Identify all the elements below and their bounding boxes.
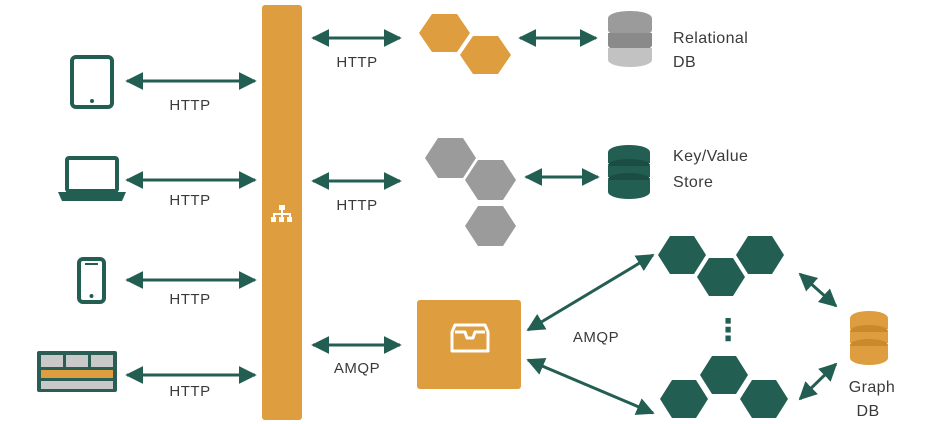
client-protocol-label: HTTP (169, 291, 210, 308)
ellipsis: ⋮ (713, 313, 743, 348)
arrow-graph-db-upper (798, 272, 838, 308)
db-label: Store (673, 174, 713, 191)
inbox-tray-icon (450, 323, 490, 353)
arrow-graph-db-lower (798, 362, 838, 401)
service-hexagon-cluster-2 (425, 138, 516, 246)
arrow-amqp-lower (526, 358, 655, 415)
db-label: DB (856, 403, 879, 420)
queue-protocol-label: AMQP (573, 329, 619, 346)
client-arrows (125, 72, 257, 384)
laptop-icon (58, 156, 126, 201)
phone-icon (77, 257, 106, 304)
db-label: Graph (849, 379, 895, 396)
tablet-icon (70, 55, 114, 109)
service-hexagon-cluster-4 (660, 356, 788, 418)
dashboard-icon (37, 351, 117, 392)
service-protocol-label: AMQP (334, 360, 380, 377)
service-arrows (311, 29, 402, 354)
message-queue-box (417, 300, 521, 389)
client-protocol-label: HTTP (169, 192, 210, 209)
database-icon (608, 145, 650, 199)
db-label: DB (673, 54, 696, 71)
arrow-amqp-upper (526, 253, 655, 332)
client-protocol-label: HTTP (169, 383, 210, 400)
service-protocol-label: HTTP (336, 54, 377, 71)
db-label: Key/Value (673, 148, 748, 165)
service-hexagon-cluster-1 (419, 14, 511, 74)
sitemap-icon (271, 205, 292, 222)
client-protocol-label: HTTP (169, 97, 210, 114)
service-protocol-label: HTTP (336, 197, 377, 214)
database-icon (850, 311, 888, 365)
db-label: Relational (673, 30, 748, 47)
service-hexagon-cluster-3 (658, 236, 784, 296)
database-icon (608, 11, 652, 67)
